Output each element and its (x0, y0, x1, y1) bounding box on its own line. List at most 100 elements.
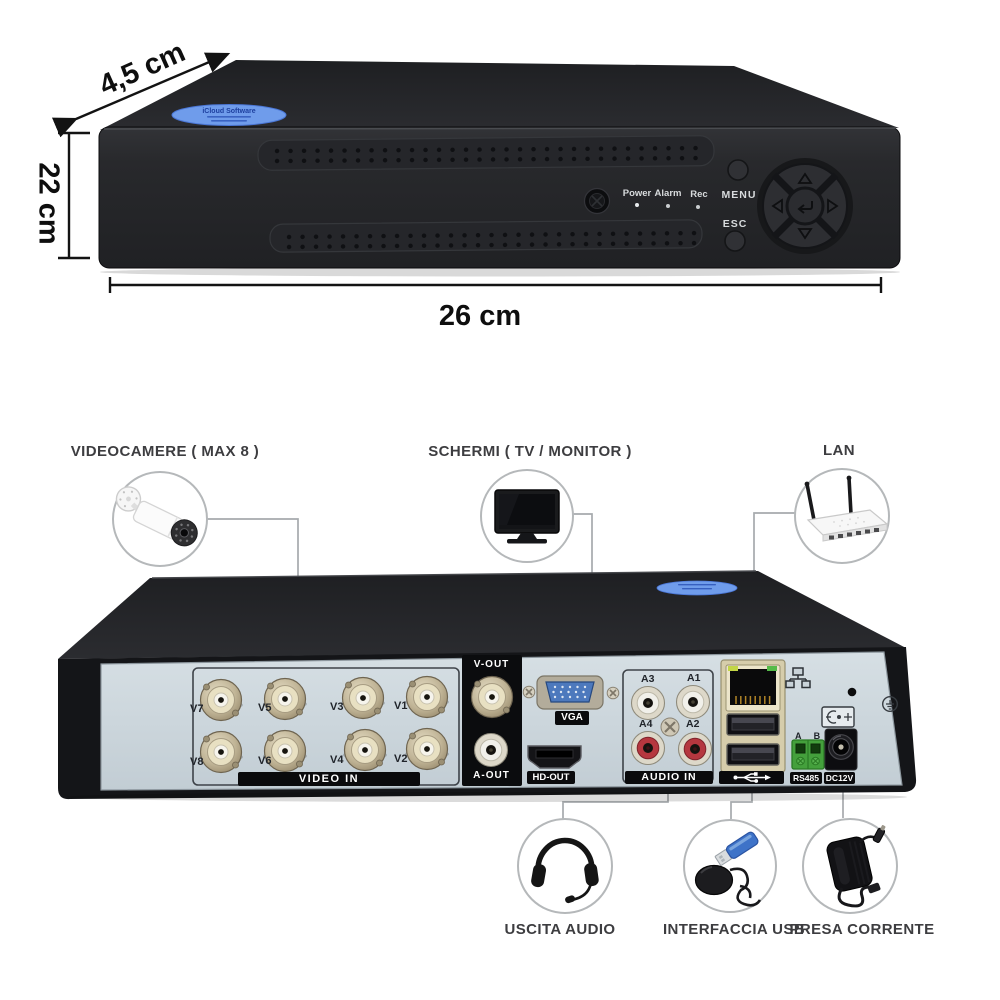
callout-label-uscita-audio: USCITA AUDIO (504, 921, 616, 938)
dpad[interactable] (757, 158, 853, 254)
usb-port-1[interactable] (726, 713, 780, 736)
tv-monitor-icon (494, 489, 560, 544)
front-shadow (100, 267, 900, 277)
ir-sensor (583, 187, 611, 215)
port-label-v3: V3 (330, 701, 344, 713)
front-view: iCloud Software (98, 60, 901, 277)
callout-label-interfaccia-usb: INTERFACCIA USB (662, 921, 806, 938)
rs485-label-chip: RS485 (790, 772, 822, 784)
ethernet-port[interactable] (725, 664, 781, 712)
left-arrow-icon (771, 198, 783, 214)
usb-drive-mouse-icon (694, 831, 762, 907)
esc-button-label: ESC (722, 218, 748, 230)
dc-polarity-icon (821, 706, 855, 728)
enter-button[interactable] (785, 186, 825, 226)
bnc-v7[interactable] (198, 678, 244, 722)
rec-led (696, 205, 700, 209)
width-dimension-line (108, 277, 883, 293)
port-label-v7: V7 (190, 703, 204, 715)
power-adapter-icon (826, 825, 886, 908)
rca-a4[interactable] (630, 730, 666, 766)
rca-a3[interactable] (630, 685, 666, 721)
rs485-terminal[interactable] (791, 739, 825, 770)
cctv-camera-icon (115, 486, 198, 547)
v-out-label: V-OUT (473, 658, 510, 670)
panel-screw (660, 717, 680, 737)
width-dimension-label: 26 cm (438, 300, 522, 332)
sticker-text: iCloud Software (202, 108, 255, 115)
dc12v-label-chip: DC12V (824, 772, 855, 784)
bnc-v4[interactable] (342, 728, 388, 772)
vent-band-bottom (269, 219, 703, 253)
callout-lines (207, 512, 844, 819)
callout-label-lan: LAN (822, 442, 856, 459)
rca-a1[interactable] (675, 684, 711, 720)
front-top-surface (100, 60, 899, 130)
callout-label-schermi: SCHERMI ( TV / MONITOR ) (428, 443, 632, 460)
dc-power-jack[interactable] (824, 728, 858, 771)
rec-led-label: Rec (690, 189, 708, 200)
rear-view (58, 570, 917, 802)
vga-port[interactable] (522, 675, 620, 710)
power-led-label: Power (622, 188, 652, 199)
port-label-v5: V5 (258, 702, 272, 714)
alarm-led-label: Alarm (654, 188, 682, 199)
port-label-v2: V2 (394, 753, 408, 765)
a-out-label: A-OUT (473, 769, 510, 781)
audio-in-strip: AUDIO IN (625, 771, 713, 784)
rca-a2[interactable] (677, 731, 713, 767)
port-label-v6: V6 (258, 755, 272, 767)
hdmi-port[interactable] (527, 745, 582, 769)
bnc-v-out[interactable] (469, 675, 515, 719)
reset-hole (847, 687, 857, 697)
audio-callout-circle (517, 818, 613, 914)
rca-a-out[interactable] (473, 732, 509, 768)
usb-port-2[interactable] (726, 743, 780, 766)
enter-arrow-icon (797, 201, 813, 214)
ground-icon (881, 695, 899, 713)
rear-brand-sticker (656, 580, 738, 596)
usb-callout-circle (683, 819, 777, 913)
brand-sticker: iCloud Software (171, 104, 287, 126)
down-arrow-icon (797, 228, 813, 240)
power-led (635, 203, 639, 207)
port-label-a1: A1 (687, 672, 701, 684)
usb-strip (719, 771, 784, 784)
usb-trident-icon (733, 772, 771, 783)
menu-button-label: MENU (721, 189, 757, 201)
callout-label-videocamere: VIDEOCAMERE ( MAX 8 ) (70, 443, 260, 460)
vent-band-top (257, 135, 715, 171)
router-icon (804, 475, 889, 542)
bnc-v3[interactable] (340, 676, 386, 720)
port-label-a4: A4 (639, 718, 653, 730)
menu-button[interactable] (727, 159, 749, 181)
port-label-v8: V8 (190, 756, 204, 768)
ethernet-led-right (767, 666, 777, 671)
height-dimension-label: 22 cm (32, 162, 65, 245)
hd-out-label-chip: HD-OUT (527, 771, 575, 784)
alarm-led (666, 204, 670, 208)
port-label-a3: A3 (641, 673, 655, 685)
port-label-v4: V4 (330, 754, 344, 766)
video-in-strip: VIDEO IN (238, 772, 420, 786)
callout-label-presa-corrente: PRESA CORRENTE (789, 921, 935, 938)
audio-callout-line (562, 787, 669, 819)
ethernet-led-left (728, 666, 738, 671)
depth-dimension-arrow (51, 52, 231, 138)
up-arrow-icon (797, 172, 813, 184)
esc-button[interactable] (724, 230, 746, 252)
dimension-lines (51, 52, 883, 293)
bnc-v2[interactable] (404, 727, 450, 771)
usb-callout-line (730, 786, 753, 819)
headphones-icon (531, 837, 599, 904)
rs485-terminal-labels: A B (795, 731, 826, 741)
network-icon (785, 667, 811, 689)
bnc-v1[interactable] (404, 675, 450, 719)
rear-top-surface (58, 571, 906, 659)
bnc-v8[interactable] (198, 730, 244, 774)
height-dimension-line (58, 131, 90, 260)
port-label-a2: A2 (686, 718, 700, 730)
right-arrow-icon (827, 198, 839, 214)
